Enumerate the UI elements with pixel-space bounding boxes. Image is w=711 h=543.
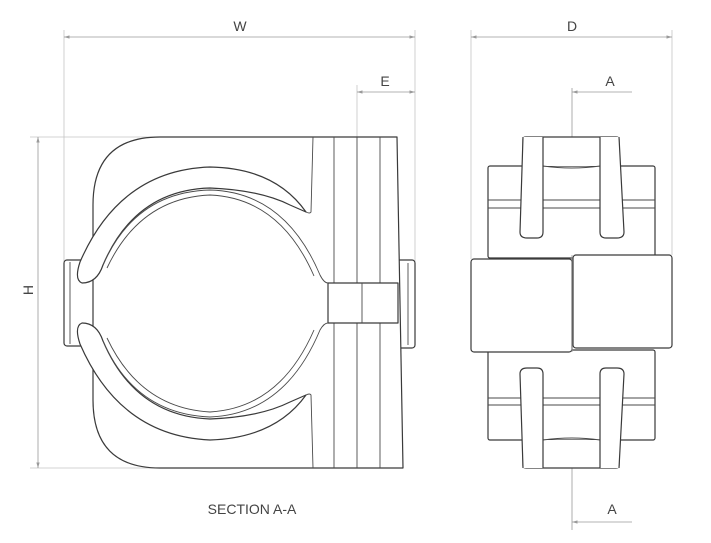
lower-body	[487, 349, 656, 441]
front-view-clamp	[63, 136, 416, 469]
middle-block-left	[470, 258, 573, 353]
dimension-e: E	[356, 73, 415, 137]
top-lug-left	[519, 136, 544, 239]
middle-block-right	[572, 254, 673, 349]
section-marker-top: A	[605, 73, 615, 89]
side-view-clamp	[470, 136, 673, 469]
height-label: H	[20, 285, 36, 295]
width-label: W	[233, 18, 247, 34]
section-caption: SECTION A-A	[208, 501, 297, 517]
section-marker-bottom: A	[607, 501, 617, 517]
upper-body	[487, 165, 656, 259]
dimension-d: D	[470, 18, 673, 259]
bottom-lug-right	[599, 367, 625, 469]
bottom-lug-left	[519, 367, 544, 469]
depth-label: D	[567, 18, 577, 34]
clamp-body	[92, 136, 404, 469]
dimension-w: W	[63, 18, 416, 262]
top-lug-right	[599, 136, 625, 239]
edge-label: E	[380, 73, 389, 89]
